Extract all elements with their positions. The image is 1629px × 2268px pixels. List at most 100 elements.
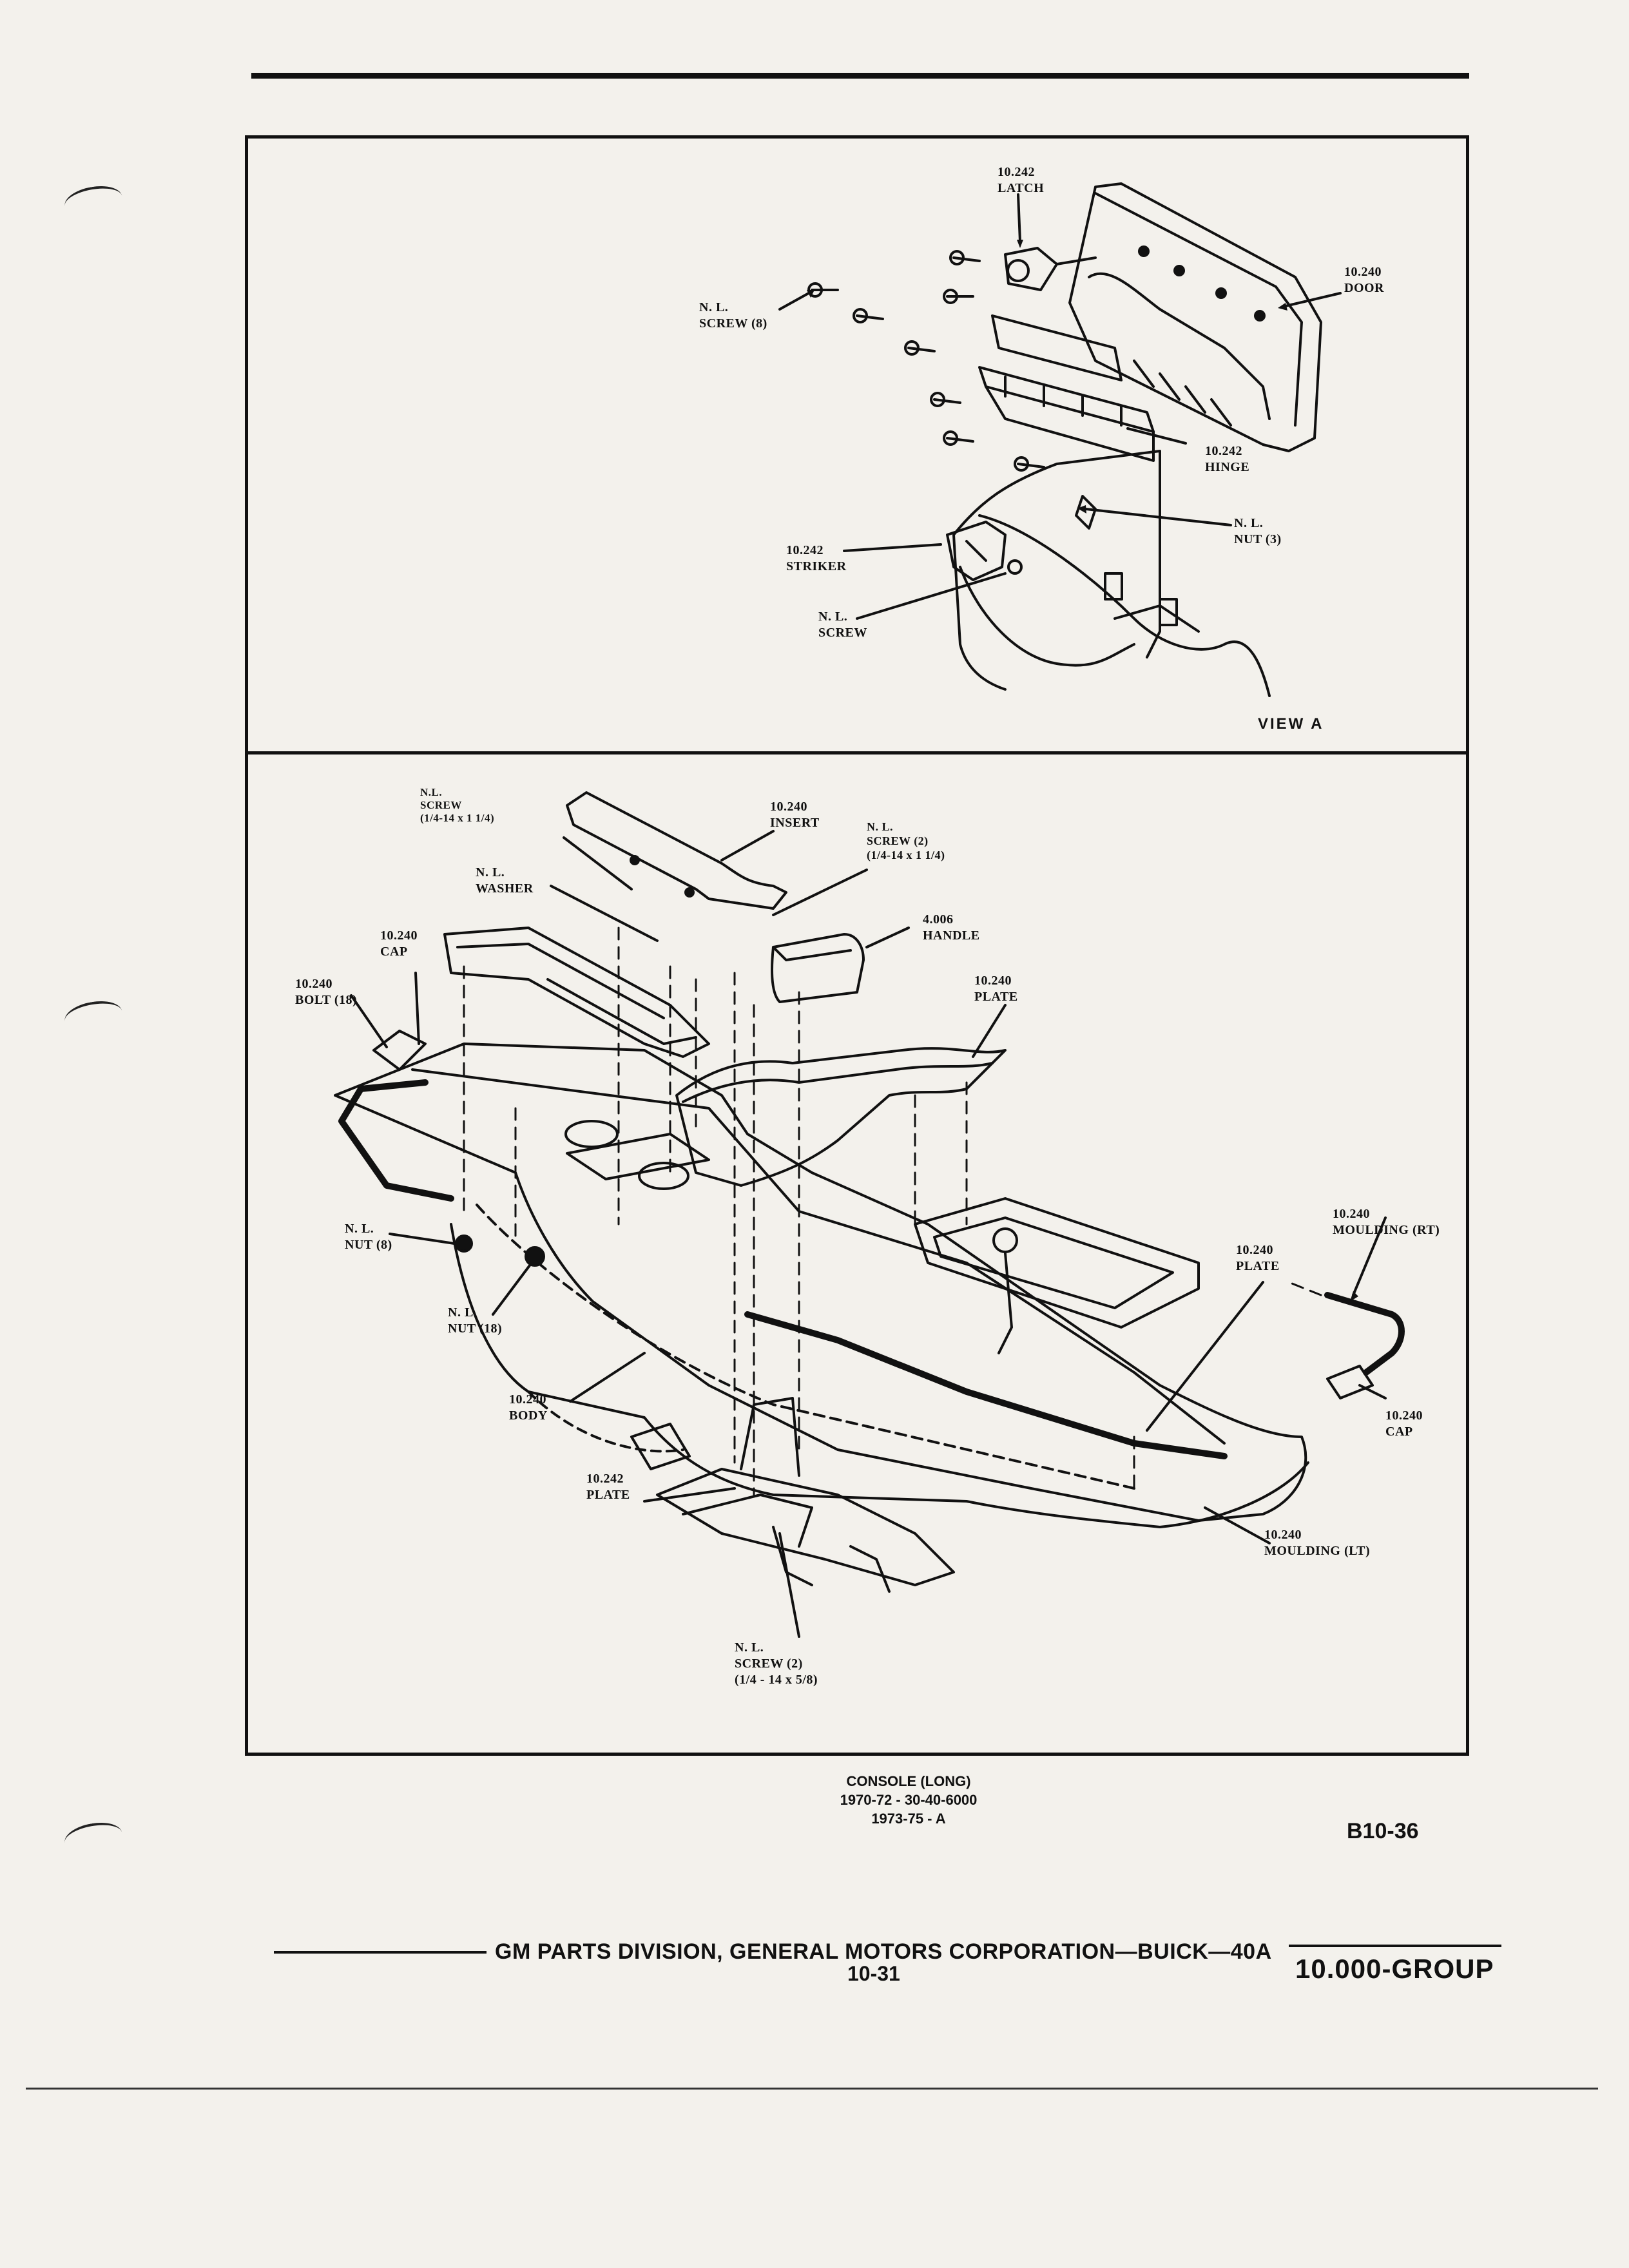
label-moulding-lt: 10.240 MOULDING (LT) — [1264, 1527, 1370, 1559]
label-nut-3: N. L. NUT (3) — [1234, 515, 1282, 548]
label-washer: N. L. WASHER — [476, 865, 534, 897]
label-part-name: INSERT — [770, 816, 820, 830]
label-part-number: N.L. — [420, 786, 443, 798]
label-part-number: N. L. — [699, 300, 729, 314]
footer-publisher: GM PARTS DIVISION, GENERAL MOTORS CORPOR… — [495, 1939, 1272, 1964]
label-part-name: MOULDING (RT) — [1333, 1223, 1440, 1237]
label-moulding-rt: 10.240 MOULDING (RT) — [1333, 1206, 1440, 1238]
label-part-number: N. L. — [818, 610, 848, 624]
label-part-name: MOULDING (LT) — [1264, 1544, 1371, 1558]
figure-code: B10-36 — [1347, 1819, 1419, 1843]
latch-part — [1004, 247, 1097, 291]
label-part-size: (1/4-14 x 1 1/4) — [420, 812, 495, 824]
footer-rule-right — [1289, 1945, 1501, 1947]
label-part-size: (1/4 - 14 x 5/8) — [735, 1673, 818, 1687]
label-part-number: 10.242 — [786, 543, 824, 557]
label-part-number: 4.006 — [923, 912, 954, 927]
label-nut-18: N. L. NUT (18) — [448, 1305, 502, 1337]
label-handle: 4.006 HANDLE — [923, 912, 980, 944]
label-plate-bottom: 10.242 PLATE — [586, 1471, 630, 1503]
label-plate-right: 10.240 PLATE — [974, 973, 1018, 1005]
label-part-number: N. L. — [867, 820, 894, 833]
label-cap-left: 10.240 CAP — [380, 928, 418, 960]
bottom-edge-rule — [26, 2088, 1598, 2090]
bolt-cap-parts — [372, 1030, 1374, 1399]
label-part-number: 10.242 — [586, 1472, 624, 1486]
screw-set-view-a — [807, 250, 1045, 472]
label-part-number: 10.240 — [1236, 1243, 1273, 1257]
label-part-number: 10.240 — [1344, 265, 1382, 279]
diagram-frame — [245, 135, 1469, 1756]
label-part-number: 10.240 — [1264, 1528, 1302, 1542]
label-part-number: 10.240 — [295, 977, 333, 991]
view-a-label: VIEW A — [1258, 715, 1324, 733]
label-part-name: SCREW — [818, 626, 867, 640]
console-insert-part — [566, 791, 787, 910]
label-bolt: 10.240 BOLT (18) — [295, 976, 357, 1008]
frame-divider — [245, 751, 1469, 754]
label-part-name: CAP — [1385, 1425, 1413, 1439]
page-number: 10-31 — [847, 1962, 900, 1985]
label-part-name: SCREW (2) — [735, 1657, 803, 1671]
label-striker: 10.242 STRIKER — [786, 543, 847, 575]
label-hinge: 10.242 HINGE — [1205, 443, 1249, 476]
label-part-name: SCREW (2) — [867, 834, 929, 847]
label-part-number: 10.240 — [974, 974, 1012, 988]
label-part-name: BODY — [509, 1408, 548, 1423]
label-part-number: 10.240 — [1333, 1207, 1370, 1221]
label-part-name: LATCH — [998, 181, 1045, 195]
label-cap-right: 10.240 CAP — [1385, 1408, 1423, 1440]
label-part-number: 10.240 — [1385, 1408, 1423, 1423]
label-screw: N. L. SCREW — [818, 609, 867, 641]
label-part-name: SCREW — [420, 799, 462, 811]
caption-model-years-2: 1973-75 - A — [871, 1811, 946, 1827]
label-part-name: PLATE — [586, 1488, 630, 1502]
label-plate-mid: 10.240 PLATE — [1236, 1242, 1280, 1274]
header-rule — [251, 73, 1469, 79]
striker-part — [946, 521, 1023, 581]
label-part-number: N. L. — [345, 1222, 374, 1236]
label-screw-top: N.L. SCREW (1/4-14 x 1 1/4) — [420, 786, 494, 825]
label-part-number: N. L. — [476, 865, 505, 879]
label-part-number: 10.242 — [1205, 444, 1242, 458]
label-latch: 10.242 LATCH — [998, 164, 1044, 197]
label-part-name: NUT (18) — [448, 1321, 503, 1336]
console-door-part — [1068, 182, 1322, 452]
caption-title: CONSOLE (LONG) — [846, 1773, 971, 1789]
console-base-view-a — [952, 450, 1271, 697]
label-part-size: (1/4-14 x 1 1/4) — [867, 849, 945, 861]
group-number: 10.000-GROUP — [1295, 1954, 1494, 1984]
label-part-name: HANDLE — [923, 928, 980, 943]
label-screw-8: N. L. SCREW (8) — [699, 300, 767, 332]
label-part-number: N. L. — [1234, 516, 1264, 530]
caption-model-years-1: 1970-72 - 30-40-6000 — [840, 1792, 978, 1808]
label-screw-2-top: N. L. SCREW (2) (1/4-14 x 1 1/4) — [867, 820, 945, 862]
label-screw-2-bottom: N. L. SCREW (2) (1/4 - 14 x 5/8) — [735, 1640, 818, 1688]
shift-gate-part — [914, 1197, 1200, 1354]
label-part-name: WASHER — [476, 881, 534, 896]
moulding-lt-part — [744, 1311, 1228, 1459]
moulding-rt-part — [1324, 1292, 1405, 1376]
label-part-number: 10.240 — [509, 1392, 546, 1407]
label-part-name: PLATE — [1236, 1259, 1280, 1273]
left-moulding-part — [338, 1079, 454, 1202]
label-part-name: HINGE — [1205, 460, 1250, 474]
label-part-name: CAP — [380, 945, 408, 959]
label-part-name: NUT (8) — [345, 1238, 392, 1252]
label-part-number: 10.240 — [770, 800, 807, 814]
label-door: 10.240 DOOR — [1344, 264, 1384, 296]
label-part-name: STRIKER — [786, 559, 847, 573]
dashed-assembly-guides — [463, 927, 1322, 1496]
label-body: 10.240 BODY — [509, 1392, 548, 1424]
label-insert: 10.240 INSERT — [770, 799, 820, 831]
label-part-number: 10.240 — [380, 928, 418, 943]
label-nut-8: N. L. NUT (8) — [345, 1221, 392, 1253]
console-plate-part — [675, 1047, 1007, 1187]
label-part-name: BOLT (18) — [295, 993, 358, 1007]
handle-part — [771, 933, 865, 1003]
label-part-number: N. L. — [735, 1640, 764, 1655]
label-part-name: DOOR — [1344, 281, 1384, 295]
label-part-number: N. L. — [448, 1305, 477, 1320]
